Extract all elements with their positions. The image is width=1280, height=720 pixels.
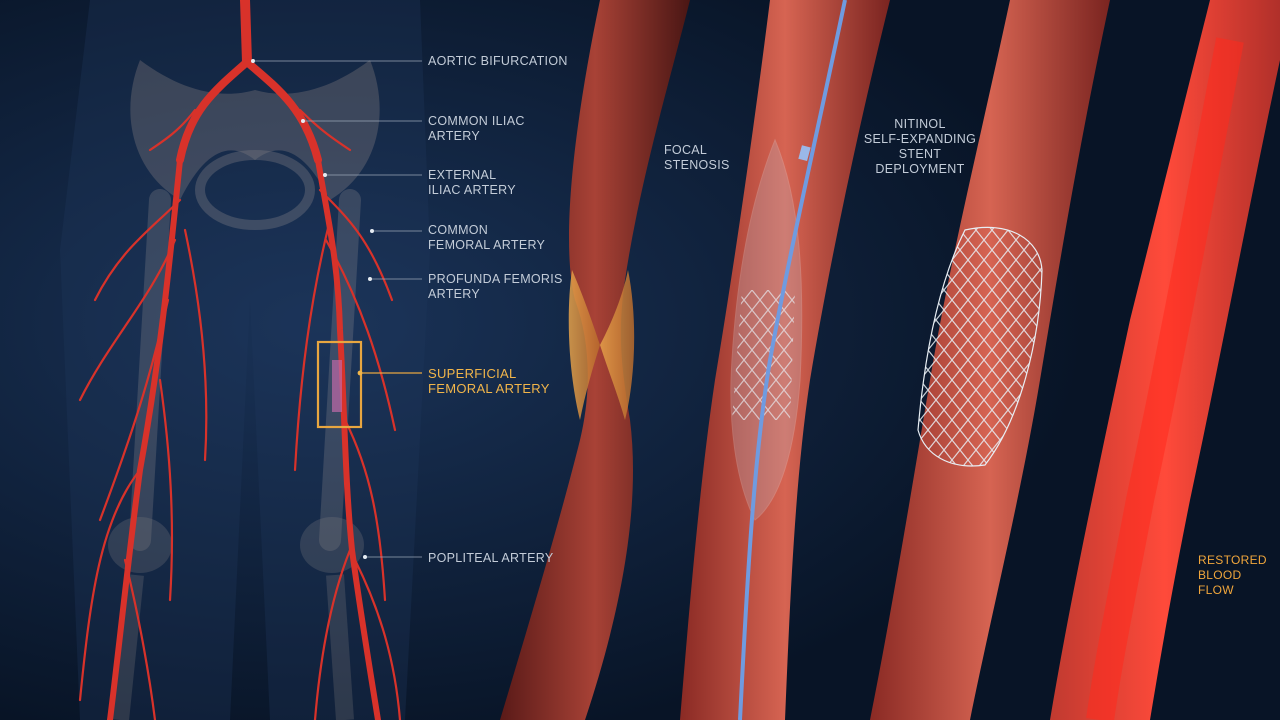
blood-flow-core (1086, 37, 1244, 720)
sfa-highlight-box (316, 340, 363, 429)
vessel-stenosis (500, 0, 690, 720)
aorta (240, 0, 252, 67)
label-aortic-bifurcation: AORTIC BIFURCATION (428, 54, 568, 68)
vessel-stent (870, 0, 1110, 720)
label-profunda-femoris-artery: PROFUNDA FEMORIS ARTERY (428, 272, 563, 301)
vessel-restored (1050, 0, 1280, 720)
label-focal-stenosis: FOCAL STENOSIS (664, 143, 730, 172)
crimped-stent (732, 290, 795, 420)
label-common-femoral-artery: COMMON FEMORAL ARTERY (428, 223, 546, 252)
label-external-iliac-artery: EXTERNAL ILIAC ARTERY (428, 168, 516, 197)
right-common-iliac (243, 58, 322, 164)
left-common-iliac (176, 58, 251, 164)
label-common-iliac-artery: COMMON ILIAC ARTERY (428, 114, 525, 143)
label-stent-deployment: NITINOL SELF-EXPANDING STENT DEPLOYMENT (863, 117, 977, 176)
leader-lines (253, 60, 422, 558)
guidewire (738, 0, 847, 720)
stenosis-plaque-right (600, 270, 635, 420)
expanded-stent (917, 226, 1043, 467)
sfa-lesion (332, 360, 342, 412)
label-superficial-femoral-artery: SUPERFICIAL FEMORAL ARTERY (428, 366, 550, 396)
label-popliteal-artery: POPLITEAL ARTERY (428, 551, 554, 565)
label-restored-blood-flow: RESTORED BLOOD FLOW (1198, 553, 1267, 597)
arterial-tree (78, 0, 402, 720)
catheter-marker (798, 145, 811, 162)
stenosis-plaque-left (568, 270, 600, 420)
vessel-balloon (680, 0, 890, 720)
body-silhouette (60, 0, 430, 720)
right-femoral-trunk (315, 157, 381, 720)
leader-dots (251, 59, 374, 559)
